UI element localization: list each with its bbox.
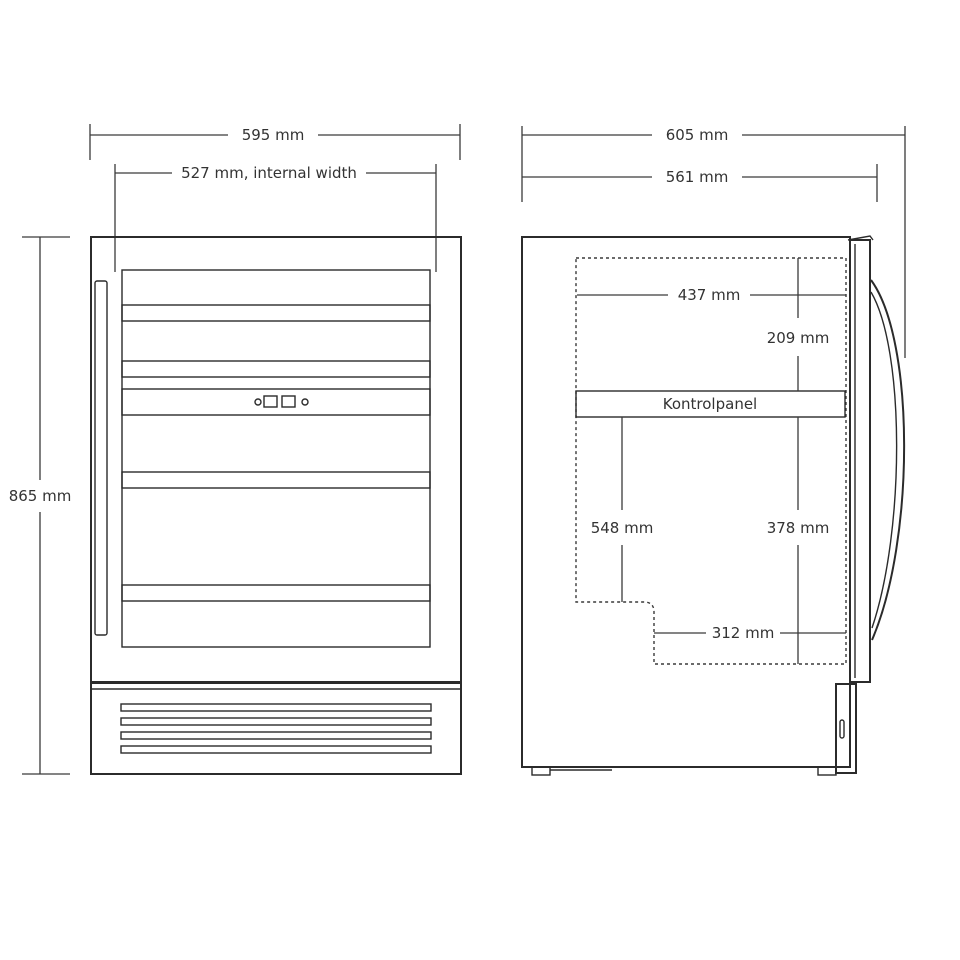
upper-height-label: 209 mm: [767, 329, 830, 347]
control-button-icon: [254, 398, 262, 406]
side-door-handle-inner: [870, 291, 898, 629]
bottom-depth-dimension: 312 mm: [654, 624, 846, 642]
vent-slot: [120, 745, 432, 754]
side-cabinet-depth-dimension: 561 mm: [522, 164, 878, 202]
front-plinth: [90, 682, 462, 775]
side-cabinet-outline: [521, 236, 851, 768]
upper-depth-dimension: 437 mm: [577, 286, 846, 304]
front-shelf: [121, 360, 431, 378]
vent-slot: [120, 703, 432, 712]
display-icon: [263, 395, 278, 408]
vent-slot: [120, 731, 432, 740]
front-width-label: 595 mm: [242, 126, 305, 144]
display-icon: [281, 395, 296, 408]
side-cabinet-depth-label: 561 mm: [666, 168, 729, 186]
front-internal-width-dimension: 527 mm, internal width: [114, 164, 437, 272]
upper-depth-label: 437 mm: [678, 286, 741, 304]
side-view: 605 mm 561 mm: [521, 126, 906, 776]
side-total-depth-label: 605 mm: [666, 126, 729, 144]
front-height-dimension: 865 mm: [9, 236, 72, 775]
lower-right-height-label: 378 mm: [767, 519, 830, 537]
side-front-foot: [531, 766, 551, 776]
front-door-handle: [94, 280, 108, 636]
front-view: 595 mm 527 mm, internal width 865 mm: [9, 124, 462, 775]
front-height-label: 865 mm: [9, 487, 72, 505]
front-glass-window: [121, 269, 431, 648]
side-door-handle: [870, 279, 906, 641]
lower-right-height-dimension: 378 mm: [767, 417, 830, 664]
side-total-depth-dimension: 605 mm: [521, 126, 906, 358]
front-shelves: [121, 304, 431, 602]
upper-height-dimension: 209 mm: [767, 258, 830, 391]
side-plinth: [835, 683, 857, 774]
control-button-icon: [301, 398, 309, 406]
lower-left-height-dimension: 548 mm: [591, 417, 654, 602]
bottom-depth-label: 312 mm: [712, 624, 775, 642]
lower-left-height-label: 548 mm: [591, 519, 654, 537]
side-rear-foot: [817, 766, 837, 776]
control-panel-label: Kontrolpanel: [663, 395, 757, 413]
front-width-dimension: 595 mm: [89, 124, 461, 160]
front-shelf: [121, 304, 431, 322]
internal-compartment-outline: [575, 257, 847, 665]
side-door: [847, 235, 874, 683]
vent-slot: [120, 717, 432, 726]
front-cabinet-outline: [90, 236, 462, 683]
front-shelf: [121, 471, 431, 489]
front-internal-width-label: 527 mm, internal width: [181, 164, 357, 182]
side-control-panel: Kontrolpanel: [575, 390, 846, 418]
front-control-panel: [121, 388, 431, 416]
front-shelf: [121, 584, 431, 602]
